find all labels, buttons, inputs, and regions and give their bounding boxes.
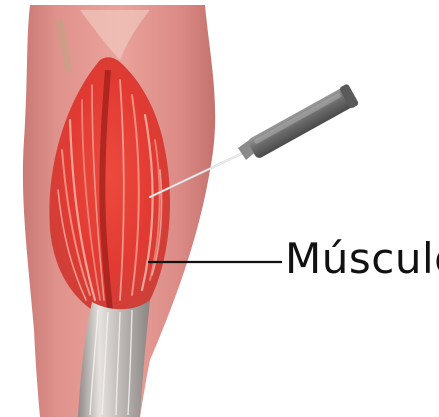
muscle-label: Músculo [285,238,439,280]
